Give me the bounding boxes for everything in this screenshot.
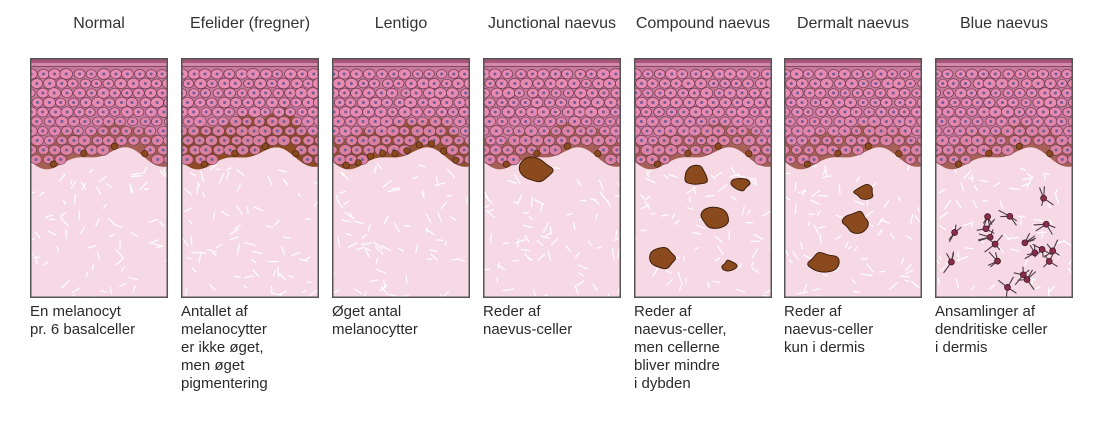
panel-description: Øget antal melanocytter — [332, 303, 418, 338]
panel-description: Ansamlinger af dendritiske celler i derm… — [935, 303, 1048, 356]
lentigo-skin-icon — [332, 58, 470, 298]
panel-title: Blue naevus — [959, 15, 1049, 32]
normal-skin-icon — [30, 58, 168, 298]
panel-title: Junctional naevus — [487, 15, 617, 32]
compound-naevus-skin-icon — [634, 58, 772, 298]
panel-title: Normal — [73, 15, 125, 32]
panel-title: Efelider (fregner) — [189, 15, 311, 32]
panel-description: En melanocyt pr. 6 basalceller — [30, 303, 136, 338]
panel-title: Compound naevus — [635, 15, 771, 32]
panel-description: Reder af naevus-celler — [483, 303, 573, 338]
panel-title: Lentigo — [374, 15, 428, 32]
freckles-skin-icon — [181, 58, 319, 298]
junctional-naevus-skin-icon — [483, 58, 621, 298]
dermal-naevus-skin-icon — [784, 58, 922, 298]
panel-description: Reder af naevus-celler, men cellerne bli… — [634, 303, 727, 392]
blue-naevus-skin-icon — [935, 58, 1073, 298]
panel-description: Reder af naevus-celler kun i dermis — [784, 303, 874, 356]
panel-description: Antallet af melanocytter er ikke øget, m… — [181, 303, 268, 392]
panel-title: Dermalt naevus — [796, 15, 910, 32]
